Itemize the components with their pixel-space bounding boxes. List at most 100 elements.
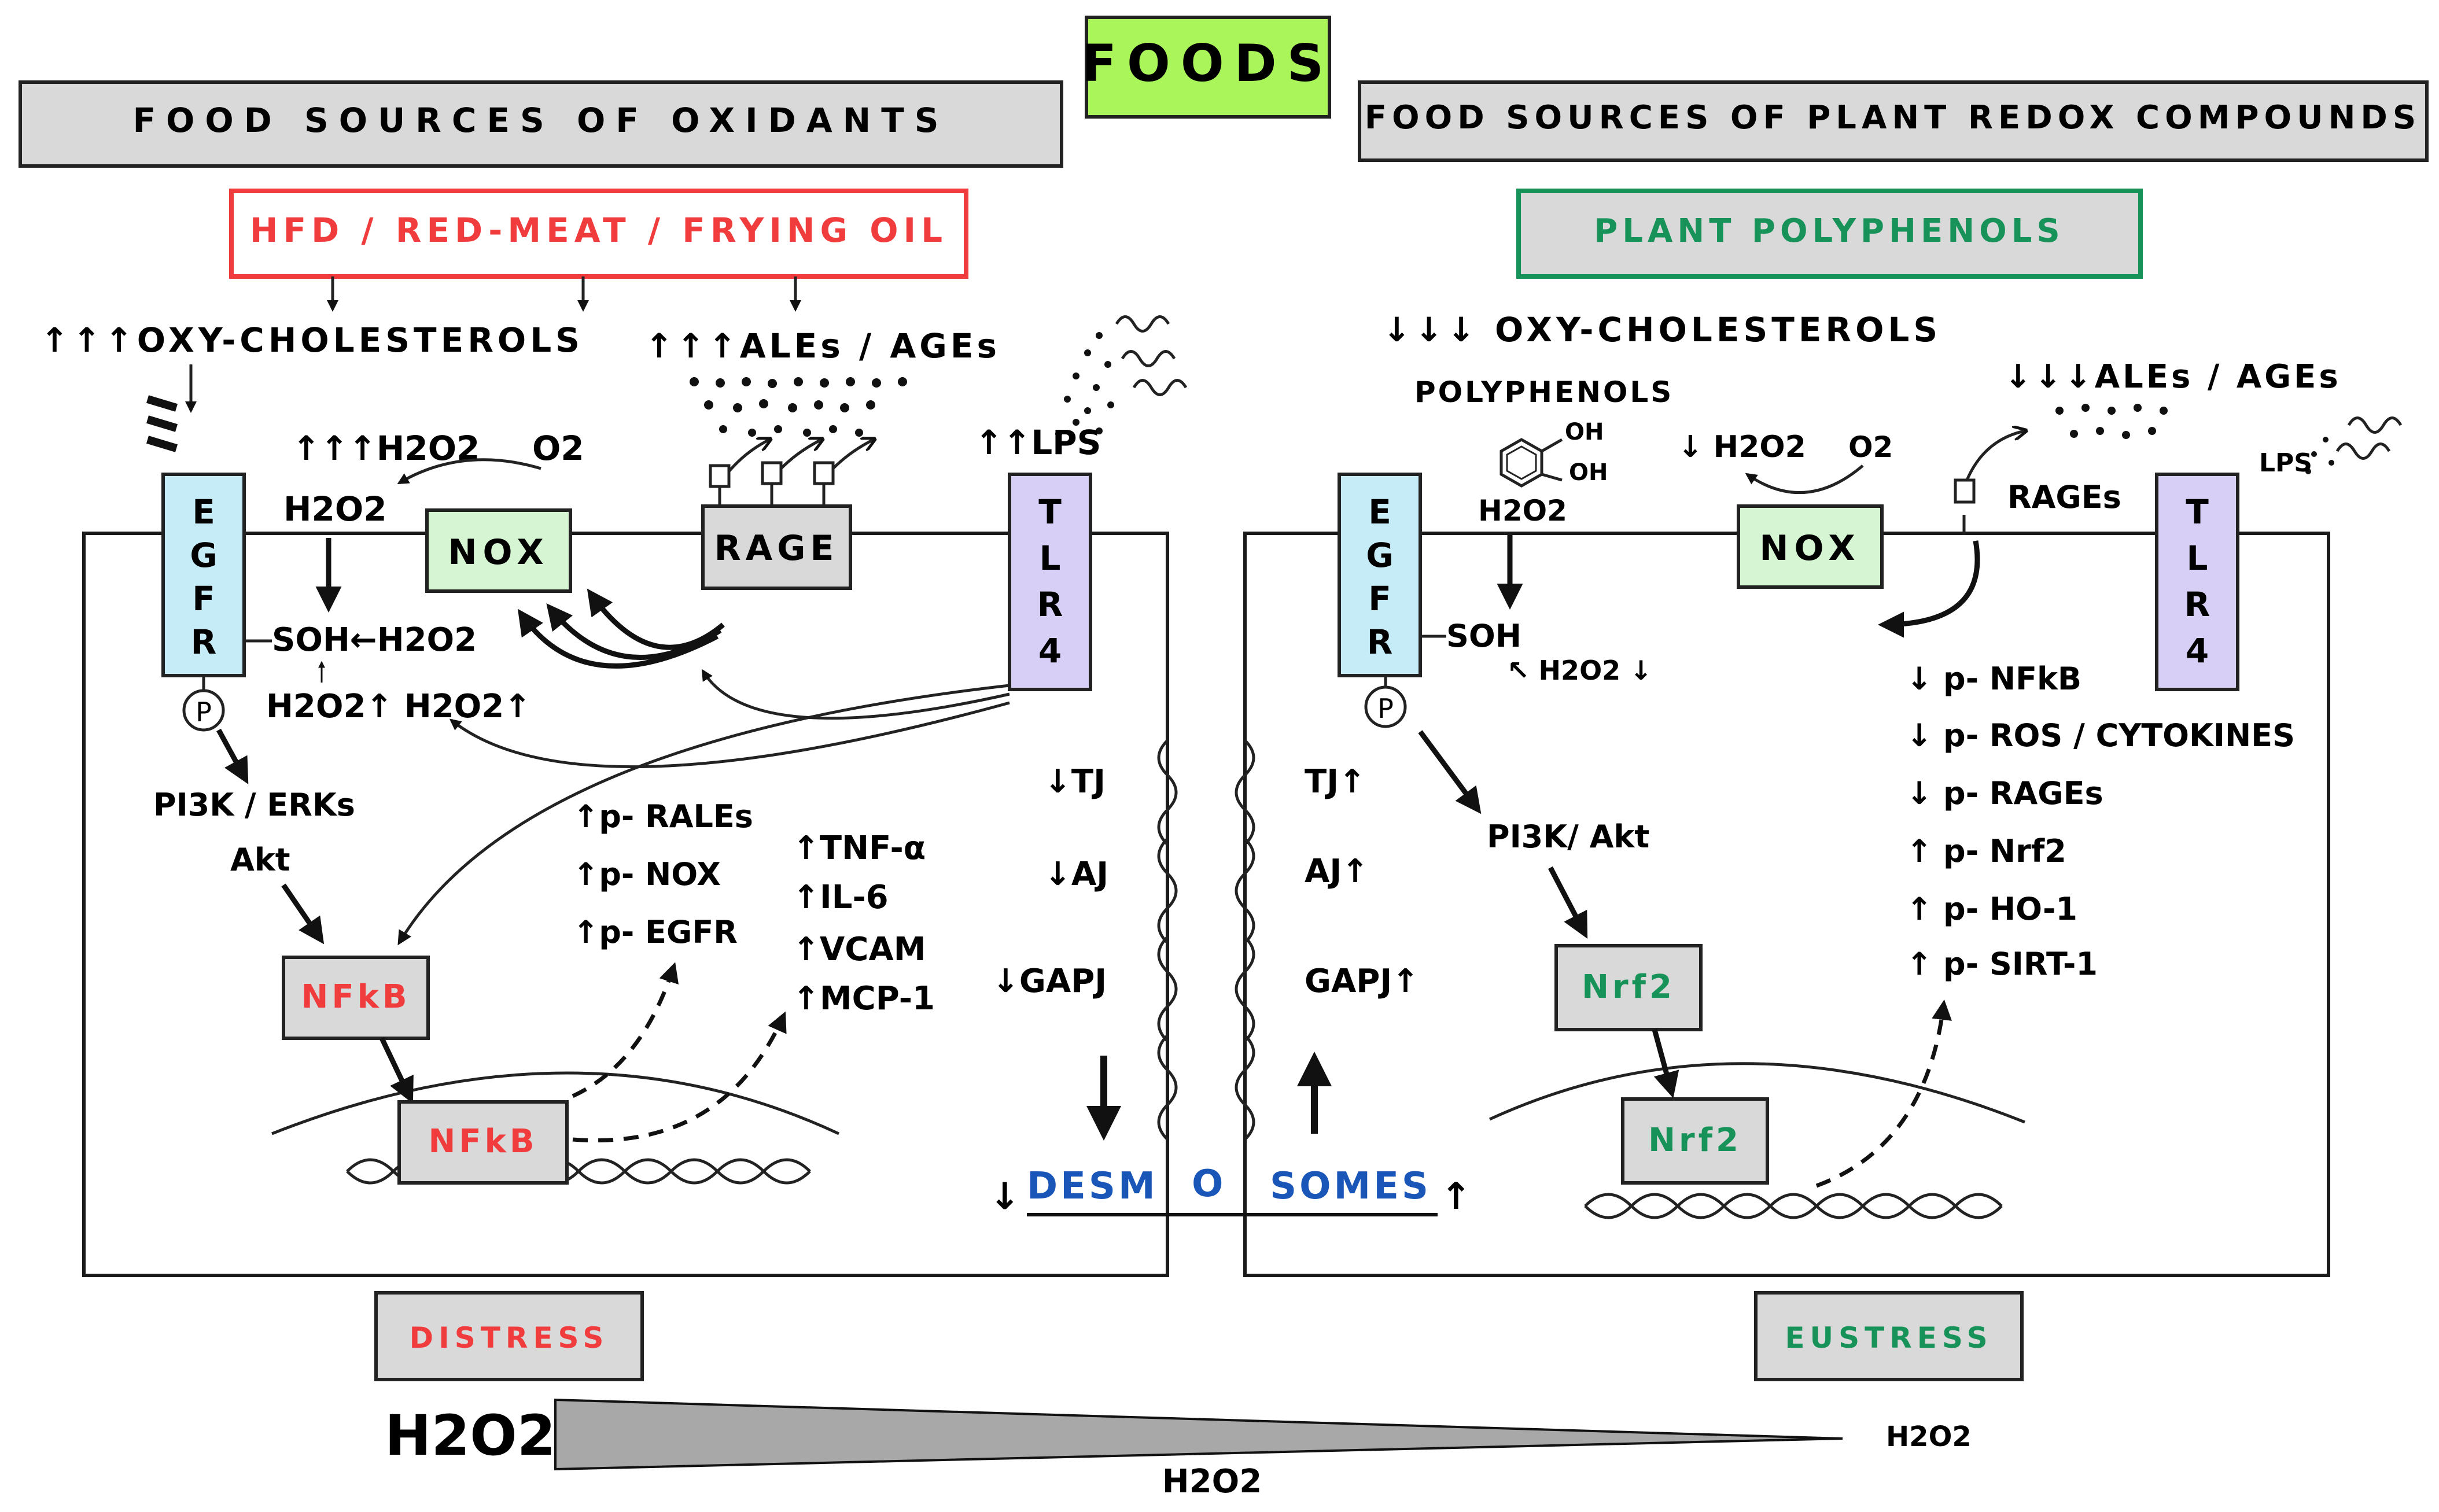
right-nox-label: NOX (1759, 528, 1860, 569)
right-marker-5: ↑ p- HO-1 (1906, 891, 2077, 927)
left-tlr4-r: R (1037, 585, 1063, 624)
right-marker-3: ↓ p- RAGEs (1906, 775, 2103, 812)
marker-a-1: ↑p- RALEs (573, 798, 753, 835)
left-tlr4-l: L (1040, 539, 1061, 578)
left-nfkb-label: NFkB (301, 978, 410, 1016)
left-akt: Akt (230, 842, 290, 878)
right-egfr-r: R (1367, 622, 1393, 662)
marker-b-1: ↑TNF-α (793, 829, 926, 867)
desmosome-part3: SOMES (1270, 1165, 1431, 1208)
right-nucleus-envelope (1489, 1062, 2025, 1124)
plant-header-title: FOOD SOURCES OF PLANT REDOX COMPOUNDS (1365, 99, 2422, 137)
right-h2o2-small: ↖ H2O2 ↓ (1507, 655, 1652, 686)
right-marker-2: ↓ p- ROS / CYTOKINES (1906, 717, 2295, 754)
right-junction-tj: TJ↑ (1305, 763, 1366, 801)
left-phospho-p: P (196, 696, 212, 728)
left-tlr4-receptor (1008, 473, 1092, 691)
right-phospho-p: P (1377, 693, 1394, 724)
right-source-box (1516, 189, 2143, 279)
right-nrf2-box (1554, 944, 1703, 1031)
lps-dots-right (2305, 437, 2334, 474)
left-nucleus-envelope (271, 1071, 840, 1135)
lps-dots-left (1055, 332, 1114, 437)
right-junction-aj: AJ↑ (1305, 853, 1369, 890)
right-nrf2-nucleus-box (1621, 1097, 1769, 1185)
left-h2o2: H2O2 (283, 489, 387, 529)
marker-a-3: ↑p- EGFR (573, 914, 738, 950)
right-dna-strand-1 (1584, 1193, 2003, 1219)
left-egfr-g: G (190, 536, 218, 575)
right-polyphenols: POLYPHENOLS (1414, 375, 1674, 409)
left-nfkb-nucleus-box (397, 1100, 569, 1185)
nrf2-to-markers-dashed (1815, 1000, 1952, 1188)
right-egfr-e: E (1368, 492, 1391, 532)
rage-to-nox-arrows (517, 588, 725, 669)
plant-header-box (1358, 80, 2429, 162)
left-junction-tj: ↓TJ (1044, 763, 1106, 801)
right-soh: SOH (1446, 618, 1521, 654)
tlr4-to-h2o2-curve (449, 701, 1010, 769)
right-marker-6: ↑ p- SIRT-1 (1906, 946, 2098, 982)
h2o2-small-label: H2O2 (1886, 1421, 1972, 1453)
right-egfr-receptor (1338, 473, 1422, 677)
oxidants-header-box (19, 80, 1063, 168)
p-to-pi3k-arrow (216, 728, 249, 784)
left-pi3k-erks: PI3K / ERKs (153, 787, 355, 823)
right-rages: RAGEs (2007, 479, 2121, 515)
left-nfkb-nucleus-label: NFkB (428, 1123, 537, 1160)
desmosome-part2: O (1192, 1163, 1223, 1205)
nfkb-to-markers-b-dashed (572, 1011, 787, 1143)
left-ales-ages: ↑↑↑ALEs / AGEs (645, 326, 1000, 366)
polyphenol-ring-icon (1499, 438, 1563, 488)
left-h2o2-pair: H2O2↑ H2O2↑ (266, 688, 531, 725)
right-egfr-f: F (1368, 579, 1391, 618)
right-akt-to-nrf2-arrow (1548, 866, 1588, 939)
left-tlr4-4: 4 (1038, 631, 1062, 670)
right-tlr4-r: R (2184, 585, 2210, 624)
left-oxy-cholesterols: ↑↑↑OXY-CHOLESTEROLS (40, 320, 584, 360)
o2-to-h2o2-curve (397, 458, 541, 485)
right-o2-curve (1745, 464, 1864, 495)
right-ales-ages: ↓↓↓ALEs / AGEs (2005, 358, 2341, 396)
foods-box (1085, 16, 1331, 119)
left-rage-label: RAGE (714, 528, 839, 569)
left-soh: SOH←H2O2 (272, 621, 477, 659)
h2o2-bottom-label: H2O2 (1162, 1463, 1262, 1500)
marker-b-2: ↑IL-6 (793, 879, 889, 916)
tlr4-to-rage-curve (701, 669, 1010, 720)
akt-to-nfkb-arrow (281, 883, 325, 945)
right-nox-box (1737, 504, 1884, 589)
left-o2: O2 (532, 429, 584, 468)
lps-squiggles-left (1115, 315, 1188, 396)
desmosome-up-arrow: ↑ (1440, 1175, 1472, 1218)
right-egfr-g: G (1366, 536, 1394, 575)
nrf2-translocation-arrow (1652, 1028, 1679, 1098)
right-h2o2-label: H2O2 (1478, 494, 1567, 528)
distress-label: DISTRESS (410, 1321, 609, 1355)
rage-binding-sites (709, 440, 874, 506)
lps-squiggles-right (2335, 416, 2403, 460)
right-tlr4-receptor (2155, 473, 2239, 691)
eustress-box (1754, 1291, 2024, 1381)
right-pi3k-akt: PI3K/ Akt (1487, 818, 1649, 855)
desmosome-down-arrow: ↓ (989, 1175, 1020, 1218)
right-h2o2-down: ↓ H2O2 (1678, 430, 1806, 464)
right-nrf2-label: Nrf2 (1582, 968, 1675, 1006)
right-tlr4-t: T (2186, 492, 2209, 532)
tlr4-to-nfkb-curve (397, 684, 1010, 946)
left-rage-box (701, 504, 852, 590)
right-oxy-cholesterols: ↓↓↓ OXY-CHOLESTEROLS (1383, 310, 1941, 349)
polyphenol-oh-1: OH (1565, 419, 1604, 445)
junction-squiggles-right (1235, 739, 1255, 1141)
oxidants-header-title: FOOD SOURCES OF OXIDANTS (132, 101, 949, 140)
left-source-box (229, 189, 968, 279)
rage-to-nox-right-curve (1878, 540, 1980, 638)
left-egfr-f: F (192, 579, 215, 618)
right-cell-membrane (1243, 532, 2330, 1277)
left-source-label: HFD / RED-MEAT / FRYING OIL (250, 211, 948, 250)
marker-b-3: ↑VCAM (793, 931, 926, 968)
left-tlr4-t: T (1038, 492, 1062, 532)
left-nox-label: NOX (448, 532, 549, 573)
